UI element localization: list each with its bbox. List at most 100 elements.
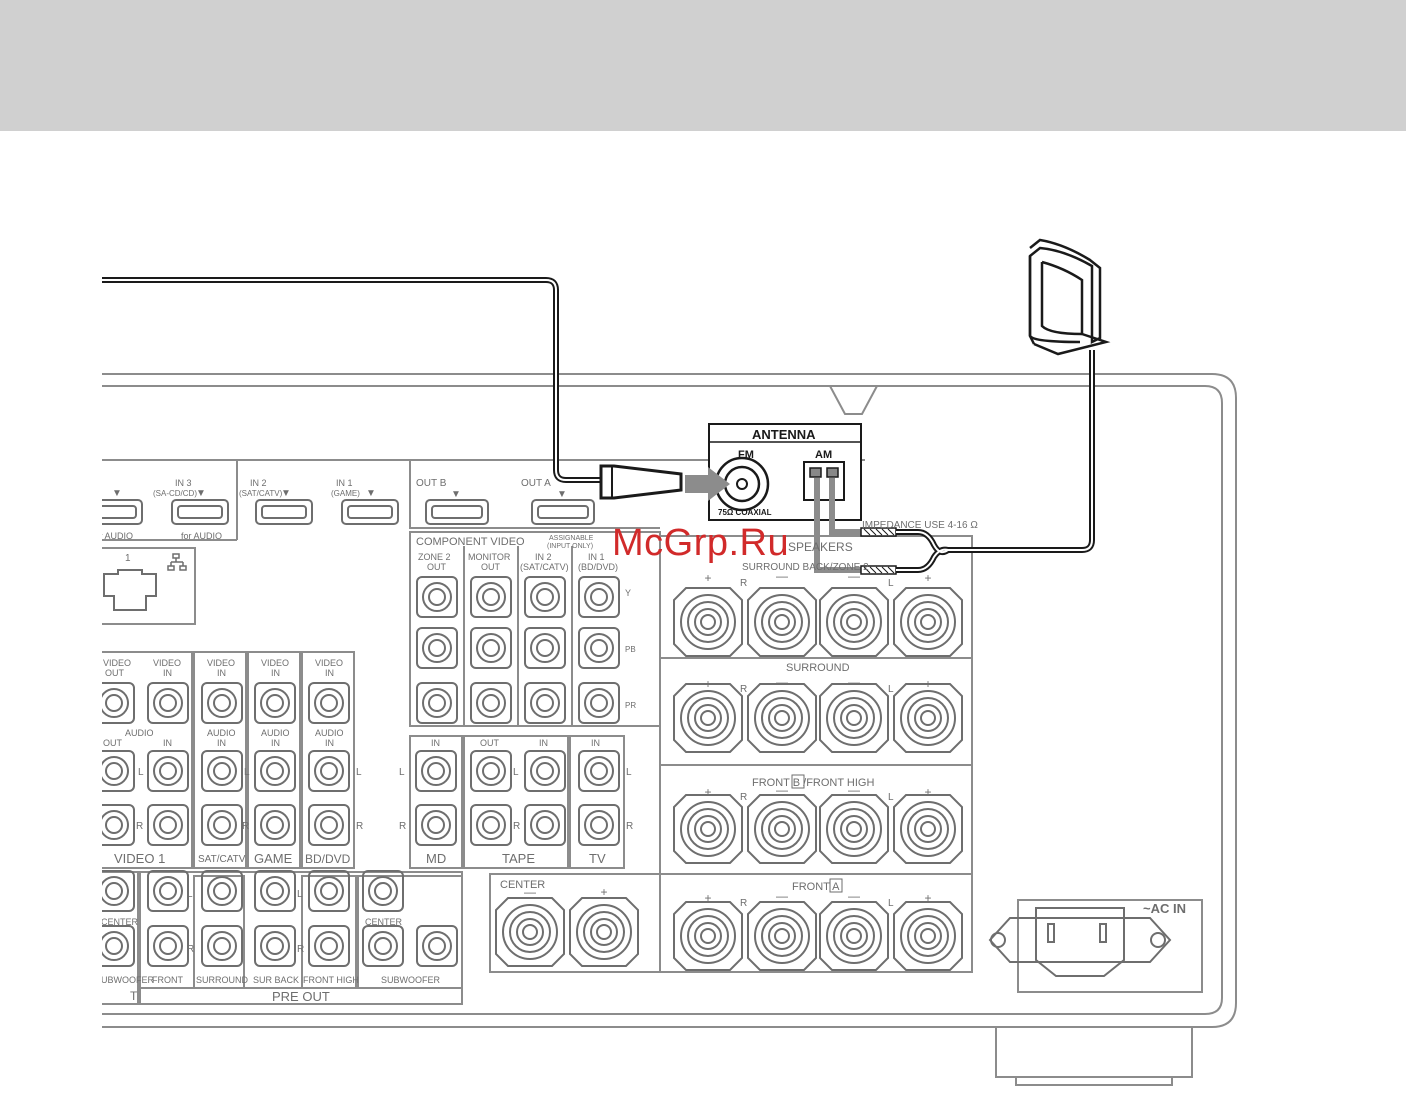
fm-coaxial-jack[interactable] [714, 456, 770, 512]
audio-jack-r[interactable] [415, 804, 457, 846]
tape-group-label: TAPE [502, 851, 535, 866]
l-label: L [138, 767, 144, 778]
speaker-binding-post[interactable] [747, 901, 817, 971]
center-speaker-post[interactable] [495, 897, 565, 967]
component-video-jack[interactable] [470, 576, 512, 618]
pre-out-jack[interactable] [201, 870, 243, 912]
audio-jack-r[interactable] [254, 804, 296, 846]
component-video-jack[interactable] [470, 627, 512, 669]
component-in2-sublabel: (SAT/CATV) [520, 562, 569, 572]
pre-out-jack[interactable] [362, 870, 404, 912]
arrow-down-icon: ▼ [112, 488, 122, 499]
pre-out-jack[interactable] [94, 870, 135, 912]
pre-out-jack[interactable] [147, 870, 189, 912]
audio-label: AUDIO [125, 728, 154, 738]
video-jack[interactable] [201, 682, 243, 724]
audio-jack-r[interactable] [147, 804, 189, 846]
speaker-binding-post[interactable] [747, 794, 817, 864]
l-label: L [888, 898, 894, 909]
video-jack[interactable] [94, 682, 135, 724]
audio-jack-r[interactable] [578, 804, 620, 846]
speaker-binding-post[interactable] [893, 683, 963, 753]
speaker-binding-post[interactable] [819, 901, 889, 971]
lan-port-number: 1 [125, 553, 131, 564]
audio-jack-r[interactable] [308, 804, 350, 846]
component-video-jack[interactable] [578, 627, 620, 669]
audio-jack-l[interactable] [94, 750, 135, 792]
audio-jack-l[interactable] [470, 750, 512, 792]
component-video-jack[interactable] [416, 682, 458, 724]
ac-inlet[interactable] [988, 907, 1172, 977]
audio-jack-l[interactable] [147, 750, 189, 792]
hdmi-port-in3[interactable] [171, 499, 229, 525]
hdmi-port-out-b[interactable] [425, 499, 489, 525]
speaker-binding-post[interactable] [893, 587, 963, 657]
fm-label: FM [738, 449, 754, 461]
component-video-jack[interactable] [416, 627, 458, 669]
speaker-binding-post[interactable] [673, 794, 743, 864]
audio-jack-l[interactable] [415, 750, 457, 792]
speaker-binding-post[interactable] [819, 794, 889, 864]
video1-group-label: VIDEO 1 [114, 851, 165, 866]
component-video-jack[interactable] [524, 576, 566, 618]
speaker-binding-post[interactable] [747, 587, 817, 657]
tape-in-label: IN [539, 738, 548, 748]
audio-in-label: IN [163, 738, 172, 748]
audio-jack-l[interactable] [201, 750, 243, 792]
am-terminal[interactable] [803, 461, 845, 501]
video1-in-sublabel: IN [163, 668, 172, 678]
speaker-binding-post[interactable] [819, 683, 889, 753]
component-video-jack[interactable] [578, 576, 620, 618]
speaker-binding-post[interactable] [819, 587, 889, 657]
pre-out-jack[interactable] [362, 925, 404, 967]
component-video-jack[interactable] [578, 682, 620, 724]
audio-jack-l[interactable] [308, 750, 350, 792]
speaker-binding-post[interactable] [747, 683, 817, 753]
speaker-binding-post[interactable] [673, 683, 743, 753]
pre-out-jack[interactable] [308, 925, 350, 967]
center-speaker-post[interactable] [569, 897, 639, 967]
r-label: R [356, 821, 363, 832]
hdmi-port-out-a[interactable] [531, 499, 595, 525]
speaker-binding-post[interactable] [673, 587, 743, 657]
r-label: R [187, 944, 194, 955]
hdmi-port-in1[interactable] [341, 499, 399, 525]
audio-jack-r[interactable] [94, 804, 135, 846]
pre-out-jack[interactable] [201, 925, 243, 967]
hdmi-in2-label: IN 2 [250, 478, 267, 488]
pre-out-jack[interactable] [254, 925, 296, 967]
speaker-binding-post[interactable] [893, 794, 963, 864]
audio-jack-r[interactable] [470, 804, 512, 846]
pre-out-jack[interactable] [308, 870, 350, 912]
lan-jack[interactable] [103, 569, 157, 611]
video-jack[interactable] [254, 682, 296, 724]
game-video-in-sublabel: IN [271, 668, 280, 678]
hdmi-port-in2[interactable] [255, 499, 313, 525]
audio-jack-l[interactable] [254, 750, 296, 792]
speaker-binding-post[interactable] [893, 901, 963, 971]
pre-out-jack[interactable] [416, 925, 458, 967]
pre-out-jack[interactable] [254, 870, 296, 912]
pre-out-jack[interactable] [147, 925, 189, 967]
audio-jack-l[interactable] [524, 750, 566, 792]
video-jack[interactable] [147, 682, 189, 724]
component-video-jack[interactable] [524, 627, 566, 669]
audio-jack-l[interactable] [578, 750, 620, 792]
component-video-jack[interactable] [470, 682, 512, 724]
plus-sign: + [704, 891, 711, 905]
plus-sign: + [704, 677, 711, 691]
audio-jack-r[interactable] [201, 804, 243, 846]
l-label: L [888, 792, 894, 803]
speaker-binding-post[interactable] [673, 901, 743, 971]
header-band [0, 0, 1406, 131]
pre-out-jack[interactable] [94, 925, 135, 967]
video-jack[interactable] [308, 682, 350, 724]
component-video-jack[interactable] [416, 576, 458, 618]
hdmi-port-in4[interactable] [60, 499, 143, 525]
r-label: R [740, 578, 747, 589]
component-video-jack[interactable] [524, 682, 566, 724]
minus-sign: — [848, 783, 860, 797]
impedance-label: IMPEDANCE USE 4-16 Ω [862, 520, 978, 531]
audio-jack-r[interactable] [524, 804, 566, 846]
plus-sign: + [924, 571, 931, 585]
